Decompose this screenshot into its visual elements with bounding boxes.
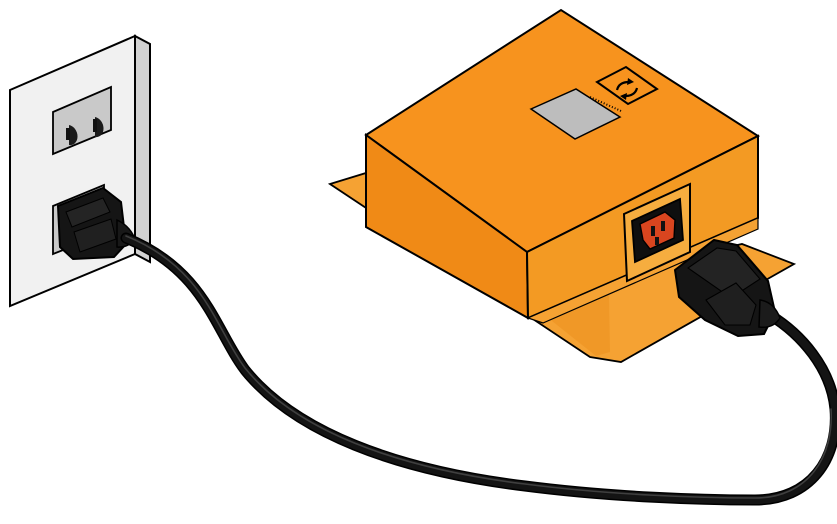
device-inlet-pin-1 [651, 226, 655, 236]
device-inlet-pin-2 [661, 221, 665, 231]
upper-socket-left-pin [66, 128, 70, 140]
upper-socket-right-pin [93, 119, 97, 132]
wall-plate-front [10, 36, 135, 306]
device-inlet-pin-3 [655, 237, 659, 245]
wall-plate-side-edge [135, 36, 150, 262]
wall-outlet-plate [10, 36, 150, 306]
